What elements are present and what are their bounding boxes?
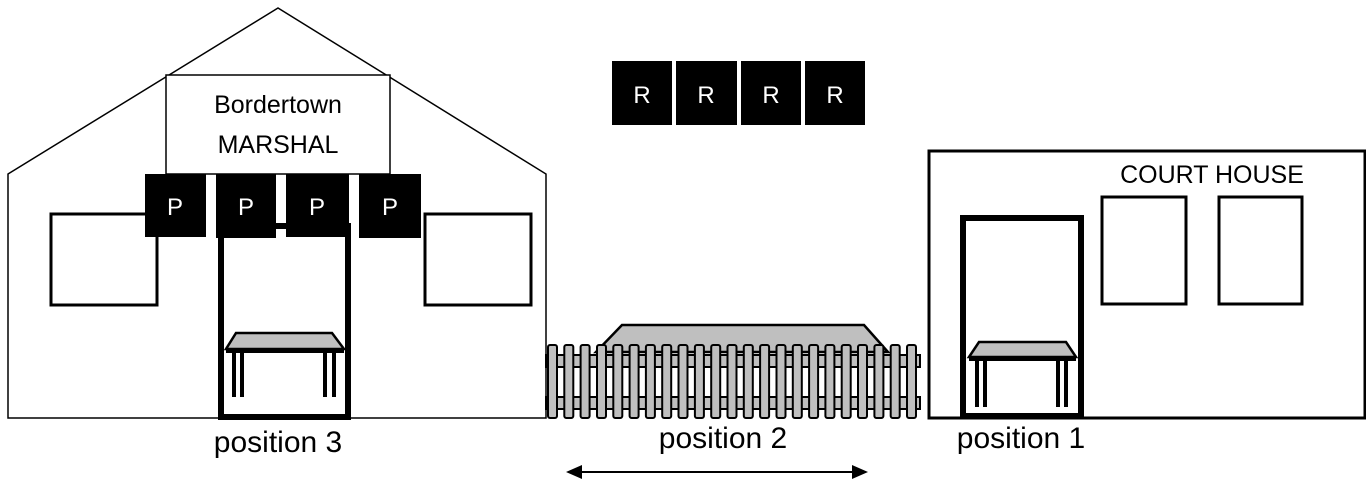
fence-picket (579, 344, 591, 419)
marshal-sign-line1: Bordertown (214, 91, 342, 119)
court-house: COURT HOUSE (927, 149, 1366, 420)
r-tile-2 (676, 61, 737, 125)
fence-picket (840, 344, 852, 419)
fence-picket (889, 344, 901, 419)
marshal-sign-line2: MARSHAL (218, 131, 339, 159)
court-table-top (966, 340, 1079, 359)
r-tile-3-label: R (762, 82, 779, 109)
fence-picket (808, 344, 820, 419)
fence-picket (857, 344, 868, 419)
marshal-window-left (49, 212, 159, 307)
p-tile-2-label: P (238, 194, 254, 221)
p-tiles: P P P P (145, 174, 421, 238)
fence-picket (677, 344, 689, 419)
middle-fence-group (545, 323, 921, 419)
r-tiles: R R R R (612, 61, 865, 125)
fence-picket (759, 344, 771, 419)
fence-picket (596, 344, 607, 419)
court-window-left (1100, 195, 1188, 306)
marshal-sign-board (165, 74, 391, 175)
court-table (966, 340, 1079, 407)
fence-picket (824, 344, 836, 419)
p-tile-4-label: P (382, 194, 398, 221)
position-2-label: position 2 (659, 422, 787, 455)
p-tile-2 (216, 174, 276, 238)
fence-picket (563, 344, 575, 419)
r-tile-4-label: R (826, 82, 843, 109)
fence-picket (791, 344, 803, 419)
court-window-right (1217, 195, 1304, 306)
marshal-table (223, 331, 347, 397)
marshal-table-top (223, 331, 347, 351)
fence-picket (661, 344, 673, 419)
court-door (960, 215, 1084, 419)
r-tile-2-label: R (697, 82, 714, 109)
p-tile-3-label: P (309, 194, 325, 221)
p-tile-1-label: P (167, 194, 183, 221)
fence (545, 344, 921, 419)
fence-picket (710, 344, 722, 419)
fence-picket (726, 344, 738, 419)
court-house-sign: COURT HOUSE (1120, 161, 1304, 189)
position-1-label: position 1 (957, 422, 1085, 455)
fence-picket (693, 344, 705, 419)
marshal-building: Bordertown MARSHAL P P P P (7, 7, 547, 420)
fence-picket (906, 344, 917, 419)
double-arrow (566, 465, 868, 479)
p-tile-3 (286, 174, 349, 237)
r-tile-1-label: R (633, 82, 650, 109)
r-tile-4 (805, 61, 865, 125)
fence-picket (873, 344, 885, 419)
p-tile-4 (359, 174, 421, 238)
r-tile-1 (612, 61, 672, 125)
fence-picket (628, 344, 640, 419)
fence-picket (644, 344, 656, 419)
marshal-building-outline (7, 7, 547, 419)
fence-picket (775, 344, 787, 419)
fence-picket (547, 344, 558, 419)
p-tile-1 (145, 174, 206, 237)
r-tile-3 (741, 61, 801, 125)
marshal-window-right (423, 212, 533, 307)
position-3-label: position 3 (214, 426, 342, 459)
fence-picket (742, 344, 754, 419)
fence-picket (612, 344, 624, 419)
